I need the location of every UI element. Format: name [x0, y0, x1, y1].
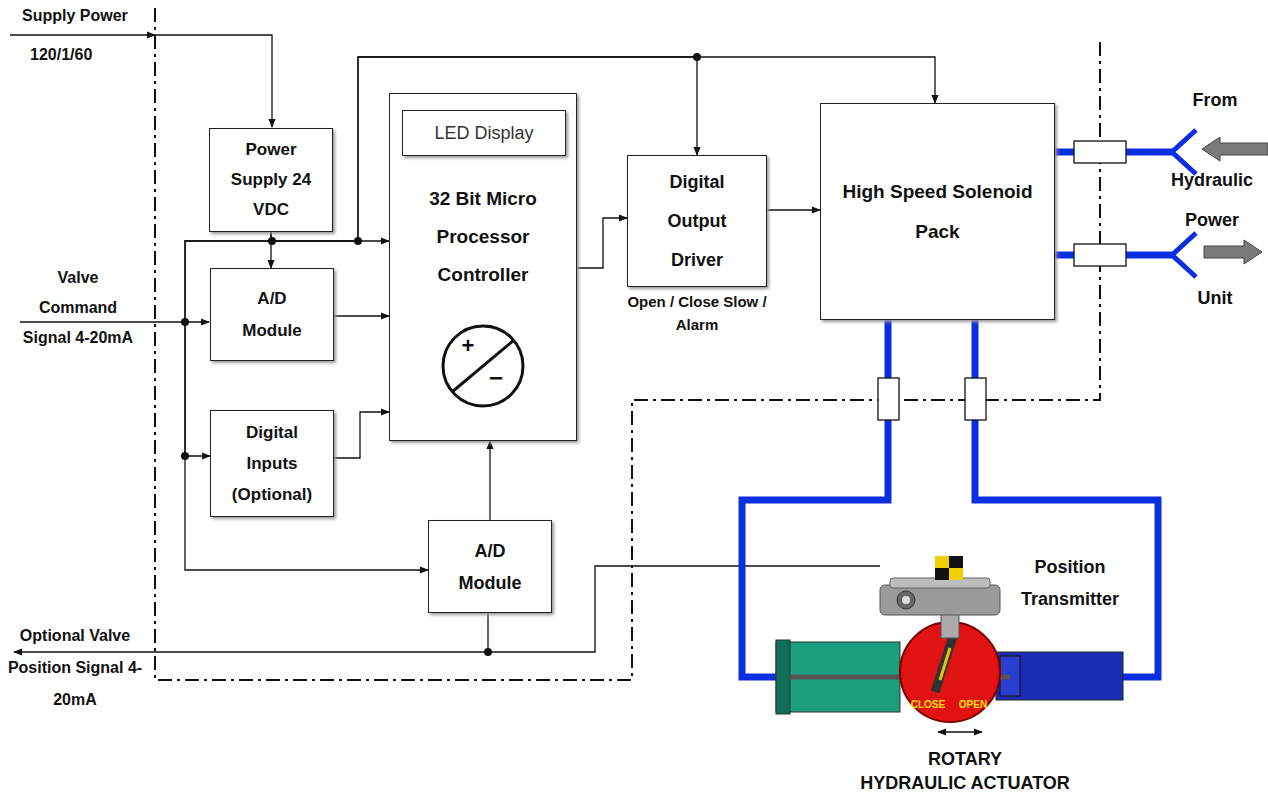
box-label: A/D Module: [230, 283, 314, 347]
text-label: Power: [1160, 208, 1264, 232]
signal-wire: [10, 35, 880, 652]
output-driver-box: Digital Output Driver: [627, 155, 767, 287]
digital-inputs-box: Digital Inputs (Optional): [210, 410, 334, 517]
text-label: Optional Valve Position Signal 4-20mA: [4, 620, 146, 716]
box-label: High Speed Solenoid Pack: [843, 172, 1033, 252]
solenoid-pack-box: High Speed Solenoid Pack: [820, 103, 1055, 320]
power-supply-box: Power Supply 24 VDC: [209, 128, 333, 232]
box-label: A/D Module: [448, 535, 532, 599]
signal-connector: [271, 57, 697, 241]
signal-connector: [577, 218, 627, 268]
signal-connector: [185, 232, 428, 570]
box-label: LED Display: [409, 121, 559, 145]
text-label: CLOSE: [908, 699, 948, 711]
text-label: ROTARY: [880, 748, 1050, 770]
text-label: Hydraulic: [1160, 168, 1264, 192]
quick-coupler: [1172, 130, 1196, 277]
junction-dot: [181, 53, 701, 656]
signal-connector: [767, 209, 820, 210]
signal-connector: [489, 441, 490, 520]
controller-box: 32 Bit Micro Processor Controller LED Dis…: [389, 93, 577, 441]
box-label: Power Supply 24 VDC: [229, 135, 313, 225]
box-label: Digital Output Driver: [652, 163, 742, 280]
text-label: Supply Power: [22, 6, 162, 26]
text-label: +: [458, 334, 478, 358]
box-label: Digital Inputs (Optional): [225, 417, 320, 510]
signal-connector: [334, 315, 389, 316]
ad-module-box: A/D Module: [210, 268, 334, 361]
box-label: 32 Bit Micro Processor Controller: [408, 180, 558, 294]
text-label: Unit: [1170, 286, 1260, 310]
signal-connector: [271, 232, 389, 241]
text-label: OPEN: [955, 699, 991, 711]
boundary-line: [155, 8, 1100, 680]
text-label: Valve Command Signal 4-20mA: [22, 263, 134, 353]
ad-module-box: A/D Module: [428, 520, 552, 613]
led-display-box: LED Display: [402, 110, 566, 156]
text-label: 120/1/60: [30, 45, 130, 65]
text-label: Open / Close Slow / Alarm: [620, 290, 774, 336]
text-label: HYDRAULIC ACTUATOR: [850, 772, 1080, 794]
flow-arrow: [1202, 137, 1268, 264]
text-label: −: [486, 366, 506, 390]
text-label: Position Transmitter: [1010, 551, 1130, 615]
hydraulic-line: [742, 152, 1172, 677]
rotary-actuator: [776, 556, 1123, 732]
signal-connector: [271, 57, 935, 241]
signal-connector: [185, 232, 271, 456]
text-label: From: [1170, 88, 1260, 112]
signal-connector: [334, 412, 389, 458]
polarity-symbol: [443, 326, 523, 406]
